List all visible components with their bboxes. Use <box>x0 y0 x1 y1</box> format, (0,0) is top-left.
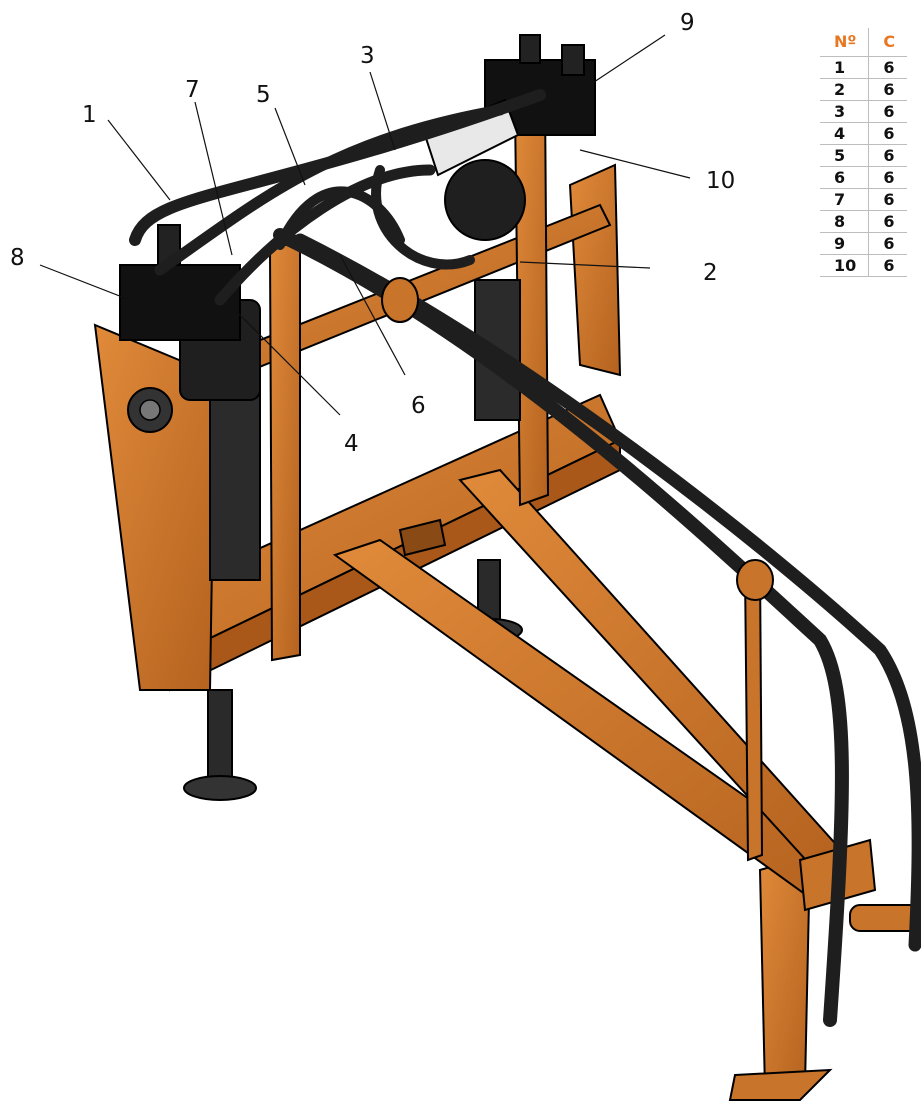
hydraulic-hoses <box>129 89 921 1027</box>
callout-6: 6 <box>411 393 426 419</box>
row-code: 6 <box>868 56 908 79</box>
row-code: 6 <box>868 188 908 211</box>
callout-7: 7 <box>185 77 200 103</box>
left-side-plate <box>93 323 217 691</box>
row-code: 6 <box>868 232 908 255</box>
callout-8: 8 <box>10 245 25 271</box>
row-number: 2 <box>820 78 870 101</box>
row-number: 10 <box>820 254 870 277</box>
row-code: 6 <box>868 166 908 189</box>
row-code: 6 <box>868 254 908 277</box>
row-code: 6 <box>868 210 908 233</box>
row-number: 3 <box>820 100 870 123</box>
hose-clamp <box>381 277 774 601</box>
row-code: 6 <box>868 100 908 123</box>
row-code: 6 <box>868 78 908 101</box>
left-foot-jack <box>183 689 257 801</box>
callout-9: 9 <box>680 10 695 36</box>
right-side-plate <box>568 163 622 377</box>
callout-3: 3 <box>360 43 375 69</box>
row-code: 6 <box>868 144 908 167</box>
row-number: 9 <box>820 232 870 255</box>
callout-10: 10 <box>706 168 736 194</box>
parts-table-header: Nº C <box>820 28 907 57</box>
row-number: 4 <box>820 122 870 145</box>
front-support-leg <box>728 853 833 1101</box>
callout-4: 4 <box>344 431 359 457</box>
callout-1: 1 <box>82 102 97 128</box>
row-number: 1 <box>820 56 870 79</box>
header-code: C <box>883 31 896 51</box>
leader-lines <box>39 34 691 416</box>
row-number: 5 <box>820 144 870 167</box>
row-number: 8 <box>820 210 870 233</box>
header-number: Nº <box>820 28 870 57</box>
row-code: 6 <box>868 122 908 145</box>
row-number: 6 <box>820 166 870 189</box>
callout-5: 5 <box>256 82 271 108</box>
row-number: 7 <box>820 188 870 211</box>
callout-2: 2 <box>703 260 718 286</box>
